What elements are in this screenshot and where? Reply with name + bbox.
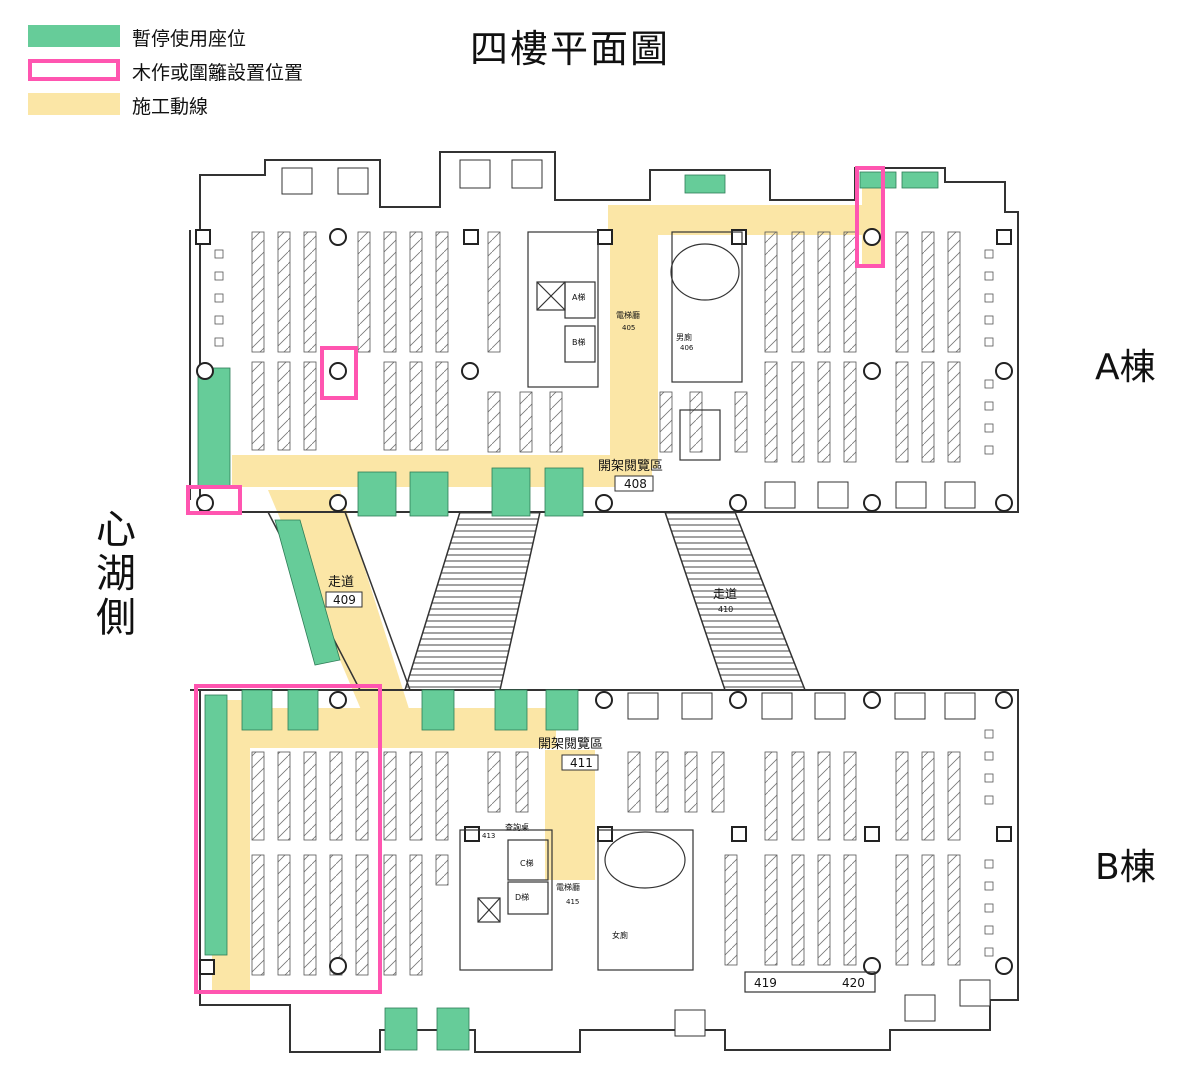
columns: [195, 228, 1013, 975]
legend-swatch-yellow: [28, 93, 120, 115]
query-table-label: 查詢桌: [505, 822, 529, 832]
legend-swatch-pink: [28, 59, 120, 81]
room-name-409: 走道: [328, 575, 354, 590]
room-name-411: 開架閱覽區: [538, 737, 603, 752]
shelves-b-left: [251, 751, 529, 976]
fence-locations: [186, 166, 885, 994]
wall-carrels: [214, 249, 994, 957]
shelves-b-right: [627, 751, 961, 966]
elevator-d-label: D梯: [515, 892, 529, 902]
building-a-label: A棟: [1095, 347, 1156, 388]
room-number-411: 411: [570, 756, 593, 770]
building-a: [189, 151, 1019, 513]
room-number-408: 408: [624, 477, 647, 491]
room-406-label: 406: [680, 344, 694, 352]
legend-label: 木作或圍籬設置位置: [132, 62, 304, 84]
core-b: [459, 829, 876, 993]
room-number-409: 409: [333, 593, 356, 607]
elevator-hall-a-label: 電梯廳: [616, 310, 640, 320]
room-name-410: 走道: [713, 587, 737, 601]
elevator-b-label: B梯: [572, 337, 586, 347]
suspended-seats: [197, 171, 939, 1051]
room-number-419: 419: [754, 976, 777, 990]
elevator-c-label: C梯: [520, 858, 534, 868]
room-labels: 開架閱覽區 408 走道 409 走道 410 開架閱覽區 411 419 42…: [325, 292, 865, 990]
building-b-label: B棟: [1095, 847, 1156, 888]
restroom-f-label: 女廁: [612, 930, 628, 940]
elevator-a-label: A梯: [572, 292, 585, 302]
restroom-m-label: 男廁: [676, 332, 692, 342]
room-413-label: 413: [482, 832, 495, 840]
room-name-408: 開架閱覽區: [598, 459, 663, 474]
lake-side-label: 心湖側: [96, 507, 136, 641]
room-405-label: 405: [622, 324, 635, 332]
shelves-a-left: [251, 231, 563, 453]
study-tables: [281, 159, 991, 1037]
corridor-410: [663, 511, 807, 691]
room-415-label: 415: [566, 898, 579, 906]
core-a: [527, 231, 743, 461]
elevator-hall-b-label: 電梯廳: [556, 882, 580, 892]
page-title: 四樓平面圖: [470, 27, 671, 71]
legend-label: 暫停使用座位: [132, 28, 247, 50]
legend-swatch-green: [28, 25, 120, 47]
room-number-420: 420: [842, 976, 865, 990]
stairs-center: [403, 511, 541, 691]
shelves-a-right: [659, 231, 961, 463]
room-number-410: 410: [718, 605, 733, 614]
legend-label: 施工動線: [132, 96, 209, 118]
